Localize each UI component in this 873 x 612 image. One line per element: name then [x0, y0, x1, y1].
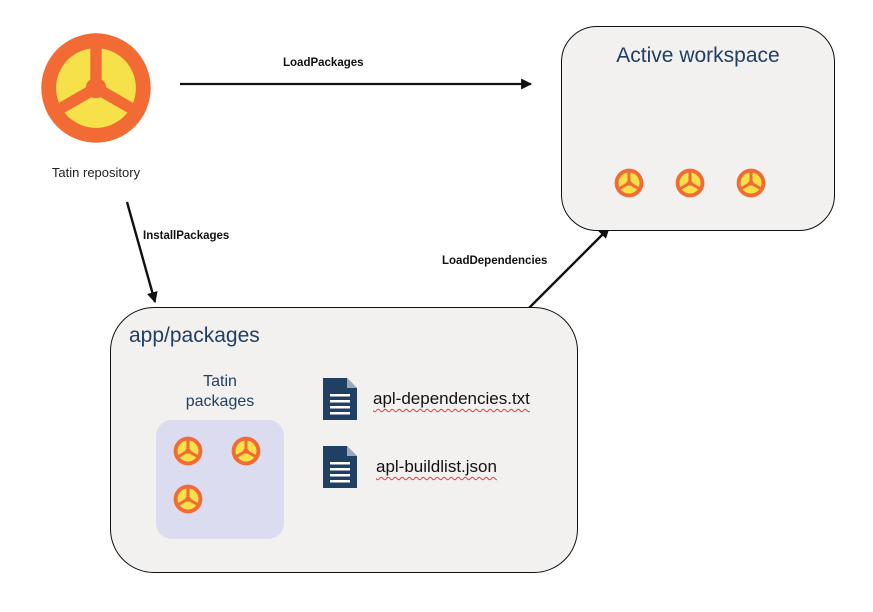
tatin-logo-icon: [173, 484, 203, 514]
tatin-packages-label: Tatin packages: [165, 372, 275, 412]
tatin-packages-label-line-2: packages: [185, 393, 255, 410]
repository-label: Tatin repository: [51, 165, 141, 180]
load-packages-label: LoadPackages: [283, 57, 364, 69]
file-name-dependencies: apl-dependencies.txt: [373, 389, 530, 408]
load-dependencies-label: LoadDependencies: [442, 255, 548, 267]
active-workspace-title: Active workspace: [616, 44, 780, 67]
tatin-packages-label-line-1: Tatin: [203, 373, 237, 390]
app-packages-title: app/packages: [129, 324, 260, 347]
tatin-packages-tile: [156, 420, 284, 539]
tatin-logo-icon: [614, 168, 644, 198]
load-dependencies-arrow: [517, 227, 610, 320]
file-name-buildlist: apl-buildlist.json: [376, 457, 497, 476]
tatin-logo-icon: [173, 436, 203, 466]
document-icon: [323, 378, 357, 420]
install-packages-arrow: [125, 201, 158, 304]
install-packages-label: InstallPackages: [143, 230, 230, 242]
document-icon: [323, 446, 357, 488]
tatin-logo-icon: [231, 436, 261, 466]
tatin-logo-icon: [675, 168, 705, 198]
active-workspace-box: [561, 26, 835, 231]
tatin-logo-icon: [736, 168, 766, 198]
tatin-logo-icon: [39, 31, 153, 145]
